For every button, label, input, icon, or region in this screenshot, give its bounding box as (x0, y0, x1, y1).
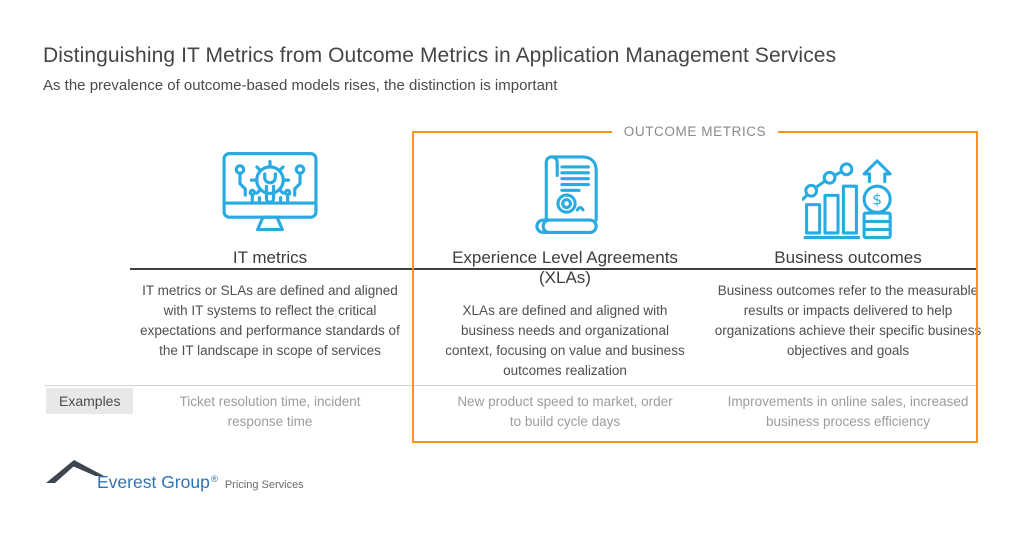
it-metrics-example-text: Ticket resolution time, incident respons… (179, 394, 361, 429)
business-outcomes-icon-area: $ (708, 150, 988, 242)
dollar-icon: $ (872, 191, 882, 209)
xla-example: New product speed to market, order to bu… (425, 392, 705, 432)
outcome-metrics-label: OUTCOME METRICS (611, 124, 779, 140)
column-xla: Experience Level Agreements (XLAs) XLAs … (425, 150, 705, 381)
business-outcomes-example-text: Improvements in online sales, increased … (727, 394, 969, 429)
examples-badge: Examples (46, 388, 134, 414)
brand-name: Everest Group (97, 472, 210, 492)
column-business-outcomes: $ Business outcomes Business outcomes re… (708, 150, 988, 361)
outcome-metrics-label-wrap: OUTCOME METRICS (412, 123, 978, 141)
everest-mountain-icon (46, 460, 104, 483)
page-subtitle: As the prevalence of outcome-based model… (43, 77, 558, 94)
page-title: Distinguishing IT Metrics from Outcome M… (43, 44, 837, 67)
footer-brand: Everest Group ® Pricing Services (97, 472, 304, 493)
business-outcomes-example: Improvements in online sales, increased … (708, 392, 988, 432)
scroll-agreement-icon (535, 155, 598, 235)
column-it-metrics: IT metrics IT metrics or SLAs are define… (130, 150, 410, 361)
it-metrics-icon-area (130, 150, 410, 242)
it-metrics-title: IT metrics (232, 248, 308, 267)
growth-chart-dollar-icon: $ (802, 159, 892, 240)
xla-icon-area (425, 150, 705, 242)
brand-tagline: Pricing Services (224, 479, 304, 491)
monitor-gear-icon (222, 152, 318, 232)
examples-divider (45, 385, 978, 386)
business-outcomes-title: Business outcomes (774, 248, 922, 267)
xla-description: XLAs are defined and aligned with busine… (445, 303, 685, 378)
it-metrics-description: IT metrics or SLAs are defined and align… (140, 283, 400, 358)
business-outcomes-description: Business outcomes refer to the measurabl… (714, 283, 982, 358)
xla-example-text: New product speed to market, order to bu… (457, 394, 673, 429)
xla-title: Experience Level Agreements (XLAs) (452, 248, 678, 287)
column-title-divider (130, 268, 978, 270)
registered-mark: ® (210, 474, 218, 485)
it-metrics-example: Ticket resolution time, incident respons… (130, 392, 410, 432)
